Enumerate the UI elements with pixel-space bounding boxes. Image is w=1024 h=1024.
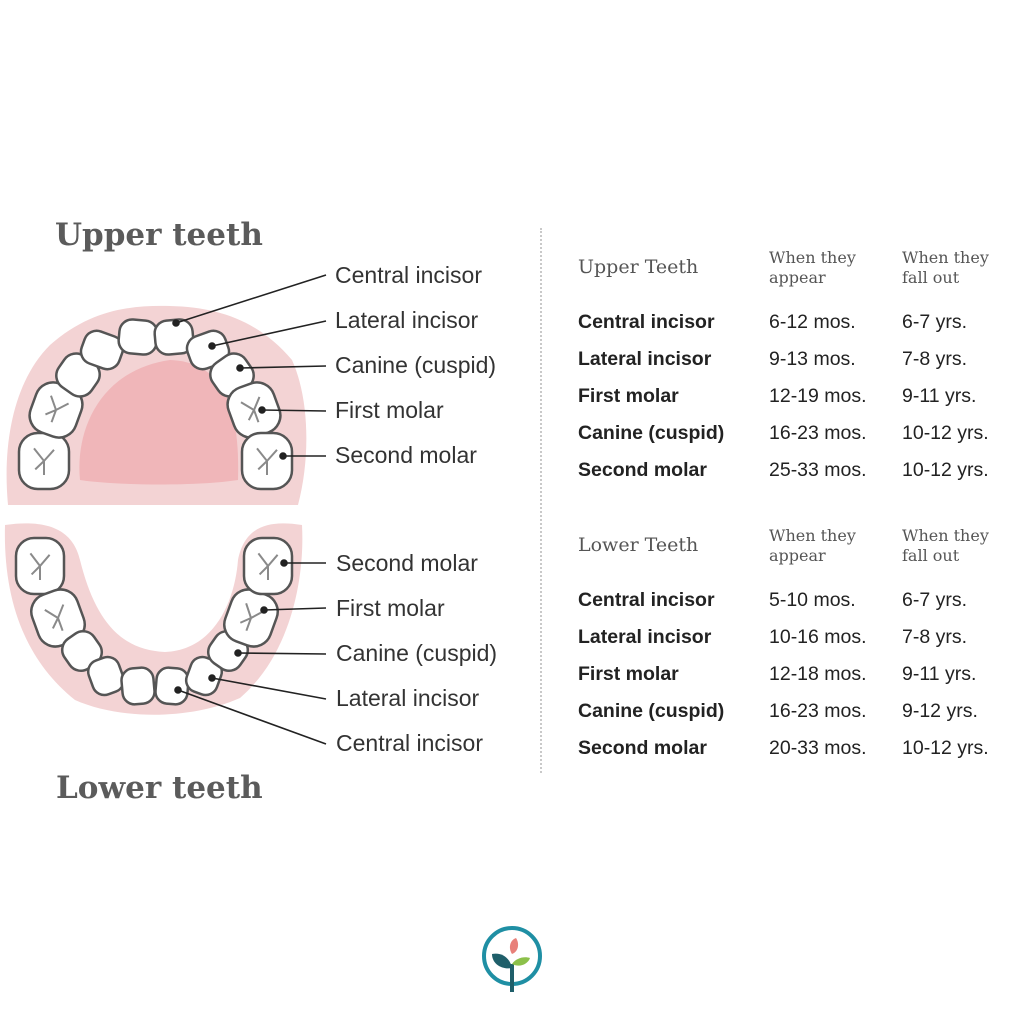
tooth-name: Canine (cuspid) [578, 422, 725, 444]
label-lower-central-incisor: Central incisor [336, 730, 483, 756]
table-row: Canine (cuspid) 16-23 mos. 10-12 yrs. [578, 415, 1012, 452]
table-row: Central incisor 5-10 mos. 6-7 yrs. [578, 582, 1012, 619]
fall-value: 7-8 yrs. [902, 626, 968, 648]
fall-value: 9-12 yrs. [902, 700, 978, 722]
lower-second-molar-right [242, 536, 294, 596]
upper-central-incisor-right [153, 318, 195, 356]
lower-table-title: Lower Teeth [578, 534, 699, 556]
upper-teeth-table: Upper Teeth When they appear When they f… [578, 248, 1012, 489]
upper-second-molar-right [240, 431, 294, 491]
tooth-name: Central incisor [578, 311, 715, 333]
upper-lateral-incisor-left [79, 329, 125, 371]
table-row: Lateral incisor 9-13 mos. 7-8 yrs. [578, 341, 1012, 378]
fall-value: 9-11 yrs. [902, 663, 977, 685]
appear-value: 25-33 mos. [769, 459, 867, 481]
appear-value: 20-33 mos. [769, 737, 867, 759]
table-row: First molar 12-18 mos. 9-11 yrs. [578, 656, 1012, 693]
sprout-icon [482, 926, 542, 992]
leader-lines [172, 274, 327, 745]
leader-upper-second-molar [279, 452, 326, 460]
leader-lower-lateral-incisor [208, 674, 327, 700]
table-row: Central incisor 6-12 mos. 6-7 yrs. [578, 304, 1012, 341]
fall-value: 7-8 yrs. [902, 348, 968, 370]
teeth [14, 318, 294, 706]
appear-value: 6-12 mos. [769, 311, 856, 333]
fall-value: 10-12 yrs. [902, 459, 989, 481]
label-lower-first-molar: First molar [336, 595, 445, 621]
fall-value: 6-7 yrs. [902, 311, 968, 333]
leader-upper-canine [236, 364, 327, 372]
table-row: Second molar 25-33 mos. 10-12 yrs. [578, 452, 1012, 489]
fall-value: 9-11 yrs. [902, 385, 977, 407]
label-upper-second-molar: Second molar [335, 442, 477, 468]
leader-upper-central-incisor [172, 274, 327, 327]
label-upper-central-incisor: Central incisor [335, 262, 482, 288]
lower-lateral-incisor-left [86, 655, 126, 697]
col-when-fall-out: When they fall out [902, 248, 989, 287]
appear-value: 9-13 mos. [769, 348, 856, 370]
appear-value: 16-23 mos. [769, 422, 867, 444]
fall-value: 10-12 yrs. [902, 422, 989, 444]
table-row: Lateral incisor 10-16 mos. 7-8 yrs. [578, 619, 1012, 656]
upper-second-molar-left [17, 431, 71, 491]
leader-lower-second-molar [280, 559, 326, 567]
table-header-row: Lower Teeth When they appear When they f… [578, 526, 1012, 582]
lower-second-molar-left [14, 536, 66, 596]
lower-teeth-table: Lower Teeth When they appear When they f… [578, 526, 1012, 767]
fall-value: 6-7 yrs. [902, 589, 968, 611]
tooth-name: Lateral incisor [578, 626, 712, 648]
leader-lower-central-incisor [174, 686, 327, 745]
tooth-name: Lateral incisor [578, 348, 712, 370]
dotted-divider [540, 228, 542, 773]
upper-teeth-heading: Upper teeth [55, 217, 263, 253]
fall-value: 10-12 yrs. [902, 737, 989, 759]
col-when-fall-out: When they fall out [902, 526, 989, 565]
label-lower-second-molar: Second molar [336, 550, 478, 576]
lower-central-incisor-left [120, 666, 156, 706]
appear-value: 12-18 mos. [769, 663, 867, 685]
label-lower-canine: Canine (cuspid) [336, 640, 498, 666]
upper-central-incisor-left [117, 318, 159, 356]
tooth-name: Central incisor [578, 589, 715, 611]
tooth-diagram [4, 274, 327, 745]
col-when-appear: When they appear [769, 526, 856, 565]
leader-upper-lateral-incisor [208, 320, 327, 350]
leader-upper-first-molar [258, 406, 327, 414]
appear-value: 16-23 mos. [769, 700, 867, 722]
label-lower-lateral-incisor: Lateral incisor [336, 685, 480, 711]
table-row: First molar 12-19 mos. 9-11 yrs. [578, 378, 1012, 415]
tooth-name: First molar [578, 663, 679, 685]
lower-central-incisor-right [154, 666, 190, 706]
leader-lower-first-molar [260, 606, 327, 614]
lower-teeth-heading: Lower teeth [56, 770, 263, 806]
upper-table-title: Upper Teeth [578, 256, 699, 278]
appear-value: 10-16 mos. [769, 626, 867, 648]
tooth-name: Second molar [578, 459, 707, 481]
tooth-name: Second molar [578, 737, 707, 759]
leader-lower-canine [234, 649, 327, 657]
label-upper-first-molar: First molar [335, 397, 444, 423]
table-row: Canine (cuspid) 16-23 mos. 9-12 yrs. [578, 693, 1012, 730]
appear-value: 12-19 mos. [769, 385, 867, 407]
table-header-row: Upper Teeth When they appear When they f… [578, 248, 1012, 304]
label-upper-canine: Canine (cuspid) [335, 352, 497, 378]
table-row: Second molar 20-33 mos. 10-12 yrs. [578, 730, 1012, 767]
palate [79, 360, 239, 485]
col-when-appear: When they appear [769, 248, 856, 287]
appear-value: 5-10 mos. [769, 589, 856, 611]
label-upper-lateral-incisor: Lateral incisor [335, 307, 479, 333]
tooth-name: Canine (cuspid) [578, 700, 725, 722]
tooth-name: First molar [578, 385, 679, 407]
